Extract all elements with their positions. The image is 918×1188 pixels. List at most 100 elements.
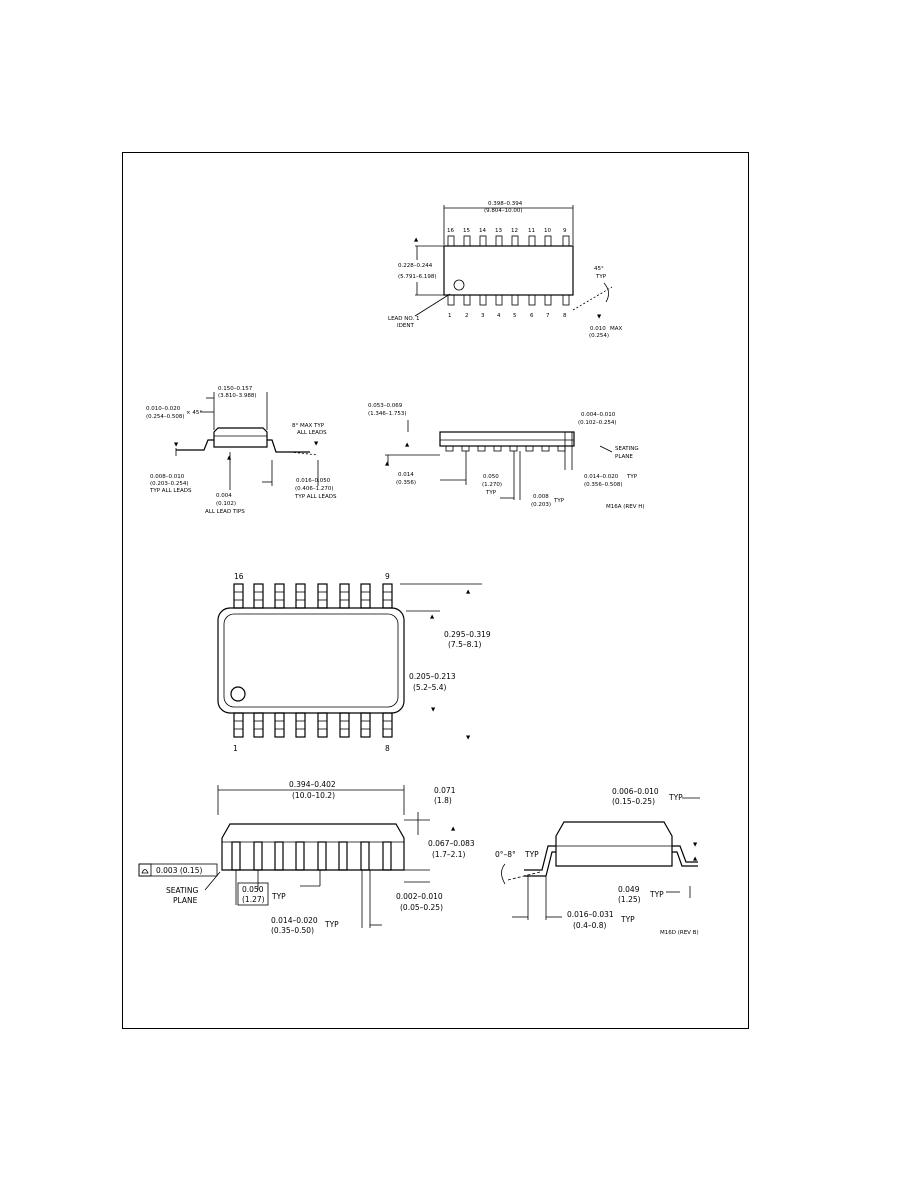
side-lead-thk-note: TYP ALL LEADS bbox=[149, 488, 192, 494]
side-r-drawing-id: M16A (REV H) bbox=[606, 504, 645, 510]
bev-tip-typ: TYP bbox=[649, 890, 664, 899]
bottom-pin-5: 5 bbox=[513, 313, 517, 319]
bottom-pin-7: 7 bbox=[546, 313, 550, 319]
bottom-pin-3: 3 bbox=[481, 313, 485, 319]
bsv-pitch-typ: TYP bbox=[271, 892, 286, 901]
svg-text:▲: ▲ bbox=[466, 589, 471, 595]
btv-pin-16: 16 bbox=[234, 572, 244, 581]
bottom-pin-1: 1 bbox=[448, 313, 452, 319]
bsv-coplanarity: 0.003 (0.15) bbox=[156, 866, 202, 875]
bev-drawing-id: M16D (REV B) bbox=[660, 930, 699, 936]
top-pin-13: 13 bbox=[495, 228, 502, 234]
svg-text:▼: ▼ bbox=[314, 441, 319, 447]
bottom-package-top-view: 16 9 bbox=[217, 572, 491, 753]
top-package-view: 0.398–0.394 (9.804–10.00) 16 15 14 13 12… bbox=[388, 201, 623, 339]
side-r-lw-mm: (0.203) bbox=[531, 502, 551, 508]
bottom-package-end-view: 0.006–0.010 (0.15–0.25) TYP ▼ ▲ 0°–8° TY… bbox=[495, 787, 700, 936]
side-foot-note: TYP ALL LEADS bbox=[294, 494, 337, 500]
bsv-h2-mm: (1.7–2.1) bbox=[432, 850, 466, 859]
side-r-pitch: 0.050 bbox=[483, 474, 499, 480]
side-r-plane: PLANE bbox=[615, 454, 633, 460]
bsv-standoff-mm: (0.05–0.25) bbox=[400, 903, 443, 912]
btv-pin-9: 9 bbox=[385, 572, 390, 581]
bev-tip: 0.049 bbox=[618, 885, 640, 894]
top-body-dim: 0.228–0.244 bbox=[398, 263, 433, 269]
svg-text:▼: ▼ bbox=[597, 314, 602, 320]
side-chamfer-angle: × 45° bbox=[186, 410, 202, 416]
top-pin-12: 12 bbox=[511, 228, 518, 234]
bsv-plane: PLANE bbox=[173, 896, 198, 905]
top-pin-9: 9 bbox=[563, 228, 567, 234]
side-r-seating: SEATING bbox=[615, 446, 639, 452]
top-pin-10: 10 bbox=[544, 228, 551, 234]
btv-dim2: 0.205–0.213 bbox=[409, 672, 456, 681]
bev-foot: 0.016–0.031 bbox=[567, 910, 614, 919]
bottom-pin-6: 6 bbox=[530, 313, 534, 319]
side-angle-note2: ALL LEADS bbox=[297, 430, 327, 436]
btv-dim1: 0.295–0.319 bbox=[444, 630, 491, 639]
side-r-lead-w-mm: (0.356–0.508) bbox=[584, 482, 623, 488]
bottom-pin-4: 4 bbox=[497, 313, 501, 319]
ident-label: IDENT bbox=[397, 323, 414, 329]
side-r-standoff: 0.014 bbox=[398, 472, 414, 478]
top-angle-typ: TYP bbox=[595, 274, 607, 280]
bsv-h1-mm: (1.8) bbox=[434, 796, 452, 805]
bottom-package-side-view: 0.394–0.402 (10.0–10.2) 0.071 (1.8) ▲ 0.… bbox=[138, 780, 475, 935]
side-r-lw: 0.008 bbox=[533, 494, 549, 500]
side-lead-tip-note: ALL LEAD TIPS bbox=[205, 509, 245, 515]
side-r-height: 0.053–0.069 bbox=[368, 403, 403, 409]
side-r-tw-mm: (0.102–0.254) bbox=[578, 420, 617, 426]
bev-thk-mm: (0.15–0.25) bbox=[612, 797, 655, 806]
top-width-dim-mm: (9.804–10.00) bbox=[484, 208, 523, 214]
bsv-standoff: 0.002–0.010 bbox=[396, 892, 443, 901]
svg-text:▲: ▲ bbox=[693, 856, 698, 862]
bev-thk-typ: TYP bbox=[668, 793, 683, 802]
top-width-dim: 0.398–0.394 bbox=[488, 201, 523, 207]
side-r-pitch-typ: TYP bbox=[485, 490, 497, 496]
side-angle-note: 8° MAX TYP bbox=[292, 423, 325, 429]
bev-tip-mm: (1.25) bbox=[618, 895, 641, 904]
side-foot-mm: (0.406–1.270) bbox=[295, 486, 334, 492]
side-r-pitch-mm: (1.270) bbox=[482, 482, 502, 488]
btv-dim2-mm: (5.2–5.4) bbox=[413, 683, 447, 692]
side-r-standoff-mm: (0.356) bbox=[396, 480, 416, 486]
top-pin-11: 11 bbox=[528, 228, 535, 234]
svg-text:▼: ▼ bbox=[431, 707, 436, 713]
side-r-height-mm: (1.346–1.753) bbox=[368, 411, 407, 417]
bsv-pitch: 0.050 bbox=[242, 885, 264, 894]
svg-text:▲: ▲ bbox=[414, 237, 419, 243]
lead-no-1-label: LEAD NO. 1 bbox=[388, 316, 420, 322]
side-lead-tip: 0.004 bbox=[216, 493, 232, 499]
drawing-frame bbox=[122, 152, 749, 1029]
svg-text:▲: ▲ bbox=[227, 455, 232, 461]
bsv-seating: SEATING bbox=[166, 886, 198, 895]
btv-pin-8: 8 bbox=[385, 744, 390, 753]
bsv-length: 0.394–0.402 bbox=[289, 780, 336, 789]
side-chamfer-mm: (0.254–0.508) bbox=[146, 414, 185, 420]
bottom-pin-8: 8 bbox=[563, 313, 567, 319]
svg-text:▼: ▼ bbox=[174, 442, 179, 448]
bsv-length-mm: (10.0–10.2) bbox=[292, 791, 335, 800]
side-lead-thk: 0.008–0.010 bbox=[150, 474, 185, 480]
side-r-lw-typ: TYP bbox=[553, 498, 565, 504]
top-pin-16: 16 bbox=[447, 228, 454, 234]
top-lead-width-mm: (0.254) bbox=[589, 333, 609, 339]
svg-text:▲: ▲ bbox=[430, 614, 435, 620]
bev-thk: 0.006–0.010 bbox=[612, 787, 659, 796]
side-r-lead-w: 0.014–0.020 bbox=[584, 474, 619, 480]
svg-text:▲: ▲ bbox=[451, 826, 456, 832]
svg-text:▲: ▲ bbox=[385, 461, 390, 467]
top-pin-15: 15 bbox=[463, 228, 470, 234]
bsv-h2: 0.067–0.083 bbox=[428, 839, 475, 848]
side-chamfer: 0.010–0.020 bbox=[146, 406, 181, 412]
side-height-dim-mm: (3.810–3.988) bbox=[218, 393, 257, 399]
top-body-dim-mm: (5.791–6.198) bbox=[398, 274, 437, 280]
side-foot: 0.016–0.050 bbox=[296, 478, 331, 484]
side-view-left: 0.150–0.157 (3.810–3.988) 0.010–0.020 (0… bbox=[146, 386, 337, 515]
btv-pin-1: 1 bbox=[233, 744, 238, 753]
side-height-dim: 0.150–0.157 bbox=[218, 386, 253, 392]
top-angle: 45° bbox=[594, 266, 604, 272]
btv-dim1-mm: (7.5–8.1) bbox=[448, 640, 482, 649]
side-view-right: 0.053–0.069 (1.346–1.753) ▲ ▲ 0.014 (0.3… bbox=[368, 403, 645, 510]
